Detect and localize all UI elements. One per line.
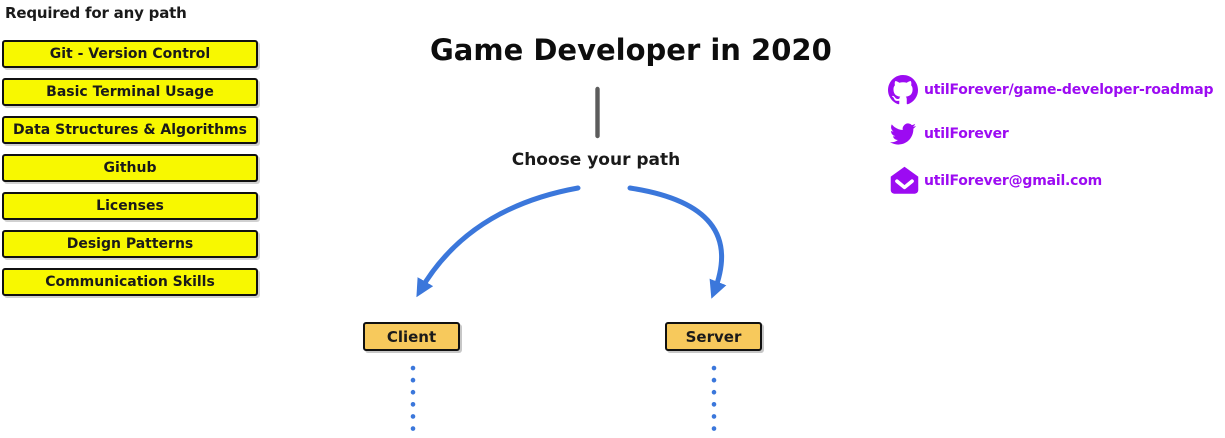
twitter-label: utilForever [924, 126, 1009, 142]
email-link[interactable]: utilForever@gmail.com [888, 164, 1102, 197]
required-item-design-patterns: Design Patterns [2, 230, 258, 258]
github-link[interactable]: utilForever/game-developer-roadmap [888, 75, 1214, 105]
email-icon [888, 164, 924, 197]
github-icon [888, 75, 924, 105]
twitter-icon [888, 121, 924, 147]
required-item-github: Github [2, 154, 258, 182]
node-client: Client [363, 322, 460, 351]
page-title: Game Developer in 2020 [430, 33, 832, 67]
github-label: utilForever/game-developer-roadmap [924, 82, 1214, 98]
required-item-git: Git - Version Control [2, 40, 258, 68]
arrow-to-server [627, 185, 727, 299]
node-server: Server [665, 322, 762, 351]
required-item-dsa: Data Structures & Algorithms [2, 116, 258, 144]
twitter-link[interactable]: utilForever [888, 121, 1009, 147]
arrow-to-client [416, 185, 581, 298]
required-list: Git - Version Control Basic Terminal Usa… [2, 40, 258, 306]
required-heading: Required for any path [5, 4, 187, 22]
choose-path-label: Choose your path [511, 150, 681, 170]
required-item-communication: Communication Skills [2, 268, 258, 296]
required-item-licenses: Licenses [2, 192, 258, 220]
email-label: utilForever@gmail.com [924, 172, 1103, 189]
required-item-terminal: Basic Terminal Usage [2, 78, 258, 106]
